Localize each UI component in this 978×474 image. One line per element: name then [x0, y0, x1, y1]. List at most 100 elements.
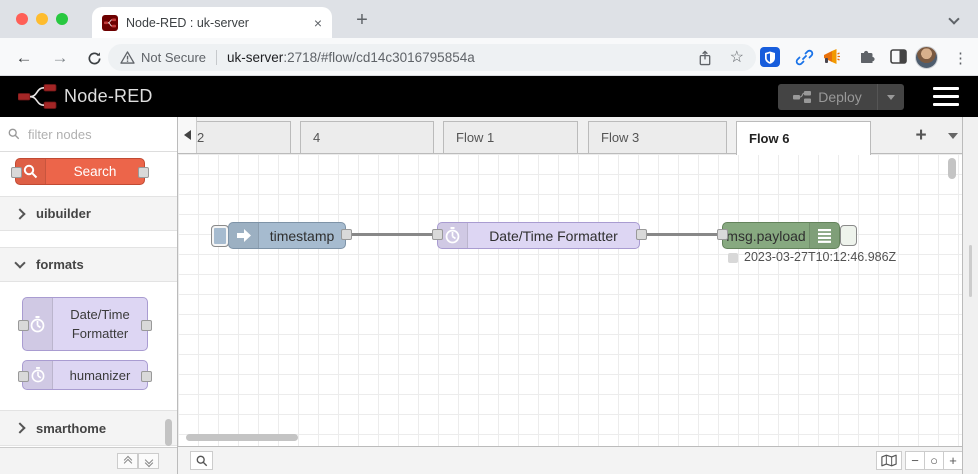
sidebar-splitter[interactable]: [962, 117, 978, 474]
tab-label: Flow 1: [456, 130, 495, 145]
tab-label: Flow 3: [601, 130, 640, 145]
link-extension-icon[interactable]: [795, 48, 814, 72]
timer-icon-region: [438, 223, 468, 248]
palette-scrollbar[interactable]: [165, 419, 172, 446]
reload-button[interactable]: [82, 46, 106, 70]
palette-node-label: Search: [73, 164, 117, 179]
tab-search-chevron-icon[interactable]: [948, 13, 960, 25]
app-title: Node-RED: [64, 86, 153, 106]
not-secure-warning-icon: [120, 51, 135, 64]
extensions-puzzle-icon[interactable]: [858, 48, 876, 71]
wire-formatter-to-debug[interactable]: [641, 233, 722, 236]
collapse-all-button[interactable]: [117, 453, 138, 469]
node-status-text: 2023-03-27T10:12:46.986Z: [744, 250, 897, 264]
side-panel-icon[interactable]: [890, 49, 907, 69]
workspace-tab-flow6-active[interactable]: Flow 6: [736, 121, 871, 155]
workspace-tab-flow3[interactable]: Flow 3: [588, 121, 727, 154]
search-icon: [23, 164, 38, 179]
forward-button[interactable]: →: [51, 48, 69, 67]
deploy-button[interactable]: Deploy: [778, 84, 904, 110]
input-port[interactable]: [11, 167, 22, 178]
node-label: Date/Time Formatter: [489, 227, 618, 244]
navigator-toggle-button[interactable]: [876, 451, 902, 470]
zoom-in-button[interactable]: +: [943, 451, 963, 470]
window-minimize-button[interactable]: [36, 13, 48, 25]
scroll-left-icon: [183, 130, 191, 140]
timer-icon: [445, 227, 460, 244]
input-port[interactable]: [432, 229, 443, 240]
tab-close-icon[interactable]: ×: [313, 14, 322, 31]
zoom-out-button[interactable]: −: [905, 451, 925, 470]
canvas-search-button[interactable]: [190, 451, 213, 470]
wire-inject-to-formatter[interactable]: [346, 233, 442, 236]
node-status-dot: [728, 253, 738, 263]
map-icon: [881, 454, 897, 467]
workspace-canvas[interactable]: timestamp Date/Time Formatter msg.payloa…: [178, 154, 962, 446]
debug-list-icon: [818, 228, 831, 243]
profile-avatar[interactable]: [915, 46, 938, 69]
palette-category-uibuilder[interactable]: uibuilder: [0, 196, 177, 231]
palette-category-smarthome[interactable]: smarthome: [0, 410, 177, 446]
browser-toolbar: ← → Not Secure uk-server :2718/#flow/cd1…: [0, 38, 978, 76]
node-palette: Search uibuilder formats Date/: [0, 117, 178, 474]
back-button[interactable]: ←: [15, 48, 33, 67]
inject-trigger-button[interactable]: [211, 225, 229, 247]
workspace-tab-2[interactable]: 2: [184, 121, 291, 154]
workspace-tab-4[interactable]: 4: [300, 121, 434, 154]
reload-icon: [88, 51, 100, 64]
zoom-reset-button[interactable]: ○: [924, 451, 944, 470]
flow-node-inject-timestamp[interactable]: timestamp: [228, 222, 346, 249]
node-label: timestamp: [269, 227, 335, 244]
chevron-right-icon: [14, 422, 26, 434]
debug-toggle-button[interactable]: [840, 225, 857, 246]
main-menu-button[interactable]: [933, 87, 959, 106]
tab-label: 2: [197, 130, 205, 145]
canvas-horizontal-scrollbar[interactable]: [186, 434, 298, 441]
bitwarden-extension-icon[interactable]: [760, 47, 780, 67]
window-zoom-button[interactable]: [56, 13, 68, 25]
security-label: Not Secure: [141, 50, 207, 65]
palette-node-search[interactable]: Search: [11, 158, 149, 185]
deploy-icon: [793, 91, 812, 103]
input-port[interactable]: [717, 229, 728, 240]
palette-filter[interactable]: [0, 117, 177, 152]
add-flow-button[interactable]: +: [915, 125, 927, 146]
filter-nodes-input[interactable]: [26, 125, 160, 143]
workspace-tabbar: 2 4 Flow 1 Flow 3 Flow 6 +: [178, 117, 962, 155]
caret-down-icon: [948, 133, 958, 139]
megaphone-extension-icon[interactable]: [822, 48, 841, 71]
workspace-tab-flow1[interactable]: Flow 1: [443, 121, 578, 154]
deploy-options-button[interactable]: [877, 84, 904, 110]
output-port[interactable]: [141, 371, 152, 382]
inject-arrow-icon: [236, 229, 251, 242]
window-close-button[interactable]: [16, 13, 28, 25]
browser-menu-icon[interactable]: ⋮: [953, 50, 968, 67]
tab-label: 4: [313, 130, 321, 145]
url-bar[interactable]: Not Secure uk-server :2718/#flow/cd14c30…: [108, 44, 756, 71]
input-port[interactable]: [18, 320, 29, 331]
palette-category-formats[interactable]: formats: [0, 247, 177, 282]
nodered-favicon-icon: [102, 14, 118, 31]
new-tab-button[interactable]: +: [356, 8, 368, 31]
debug-icon-region: [809, 223, 839, 248]
category-label: uibuilder: [36, 206, 91, 221]
bookmark-star-icon[interactable]: ☆: [729, 48, 744, 66]
output-port[interactable]: [636, 229, 647, 240]
input-port[interactable]: [18, 371, 29, 382]
output-port[interactable]: [138, 167, 149, 178]
flow-list-button[interactable]: [944, 127, 962, 145]
palette-node-label: humanizer: [69, 367, 131, 383]
flow-node-datetime-formatter[interactable]: Date/Time Formatter: [437, 222, 640, 249]
browser-tab[interactable]: Node-RED : uk-server ×: [92, 7, 332, 38]
splitter-drag-handle[interactable]: [969, 245, 972, 297]
canvas-vertical-scrollbar[interactable]: [948, 158, 956, 179]
flow-node-debug-msgpayload[interactable]: msg.payload: [722, 222, 840, 249]
output-port[interactable]: [341, 229, 352, 240]
share-icon[interactable]: [698, 49, 712, 66]
palette-node-humanizer[interactable]: humanizer: [18, 360, 152, 390]
tab-scroll-left-button[interactable]: [178, 117, 197, 153]
palette-node-datetime-formatter[interactable]: Date/Time Formatter: [18, 297, 152, 351]
expand-all-button[interactable]: [138, 453, 159, 469]
output-port[interactable]: [141, 320, 152, 331]
